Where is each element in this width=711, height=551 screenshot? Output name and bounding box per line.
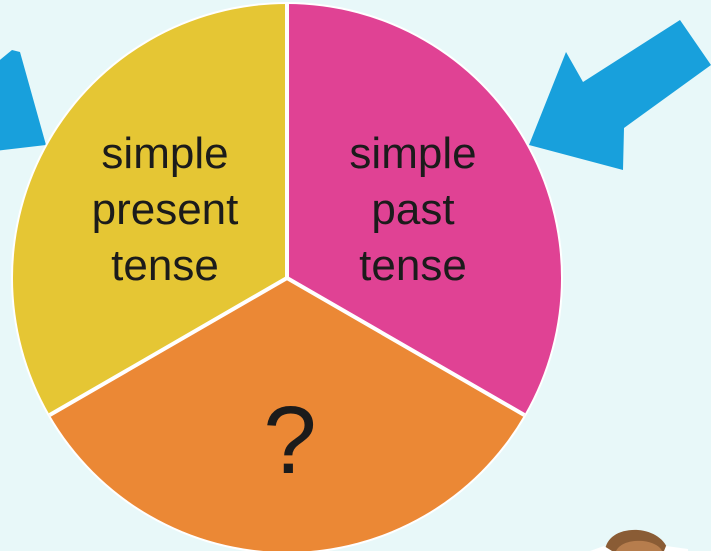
cartoon-character-head-icon — [590, 529, 688, 551]
divider-line — [48, 276, 288, 417]
segment-unknown — [49, 278, 525, 551]
segment-label-past-line-3: tense — [359, 241, 467, 290]
segment-label-present-line-2: present — [92, 185, 239, 234]
segment-label-past-line-1: simple — [349, 129, 476, 178]
left-arrow-icon — [0, 50, 46, 151]
segment-label-unknown: ? — [263, 387, 316, 494]
segment-simple-past — [287, 3, 562, 415]
segment-simple-present — [12, 3, 288, 415]
segment-label-present-line-3: tense — [111, 241, 219, 290]
divider-line — [286, 276, 526, 417]
right-arrow-icon — [529, 20, 711, 170]
segment-label-present-line-1: simple — [101, 129, 228, 178]
segment-label-past-line-2: past — [371, 185, 454, 234]
